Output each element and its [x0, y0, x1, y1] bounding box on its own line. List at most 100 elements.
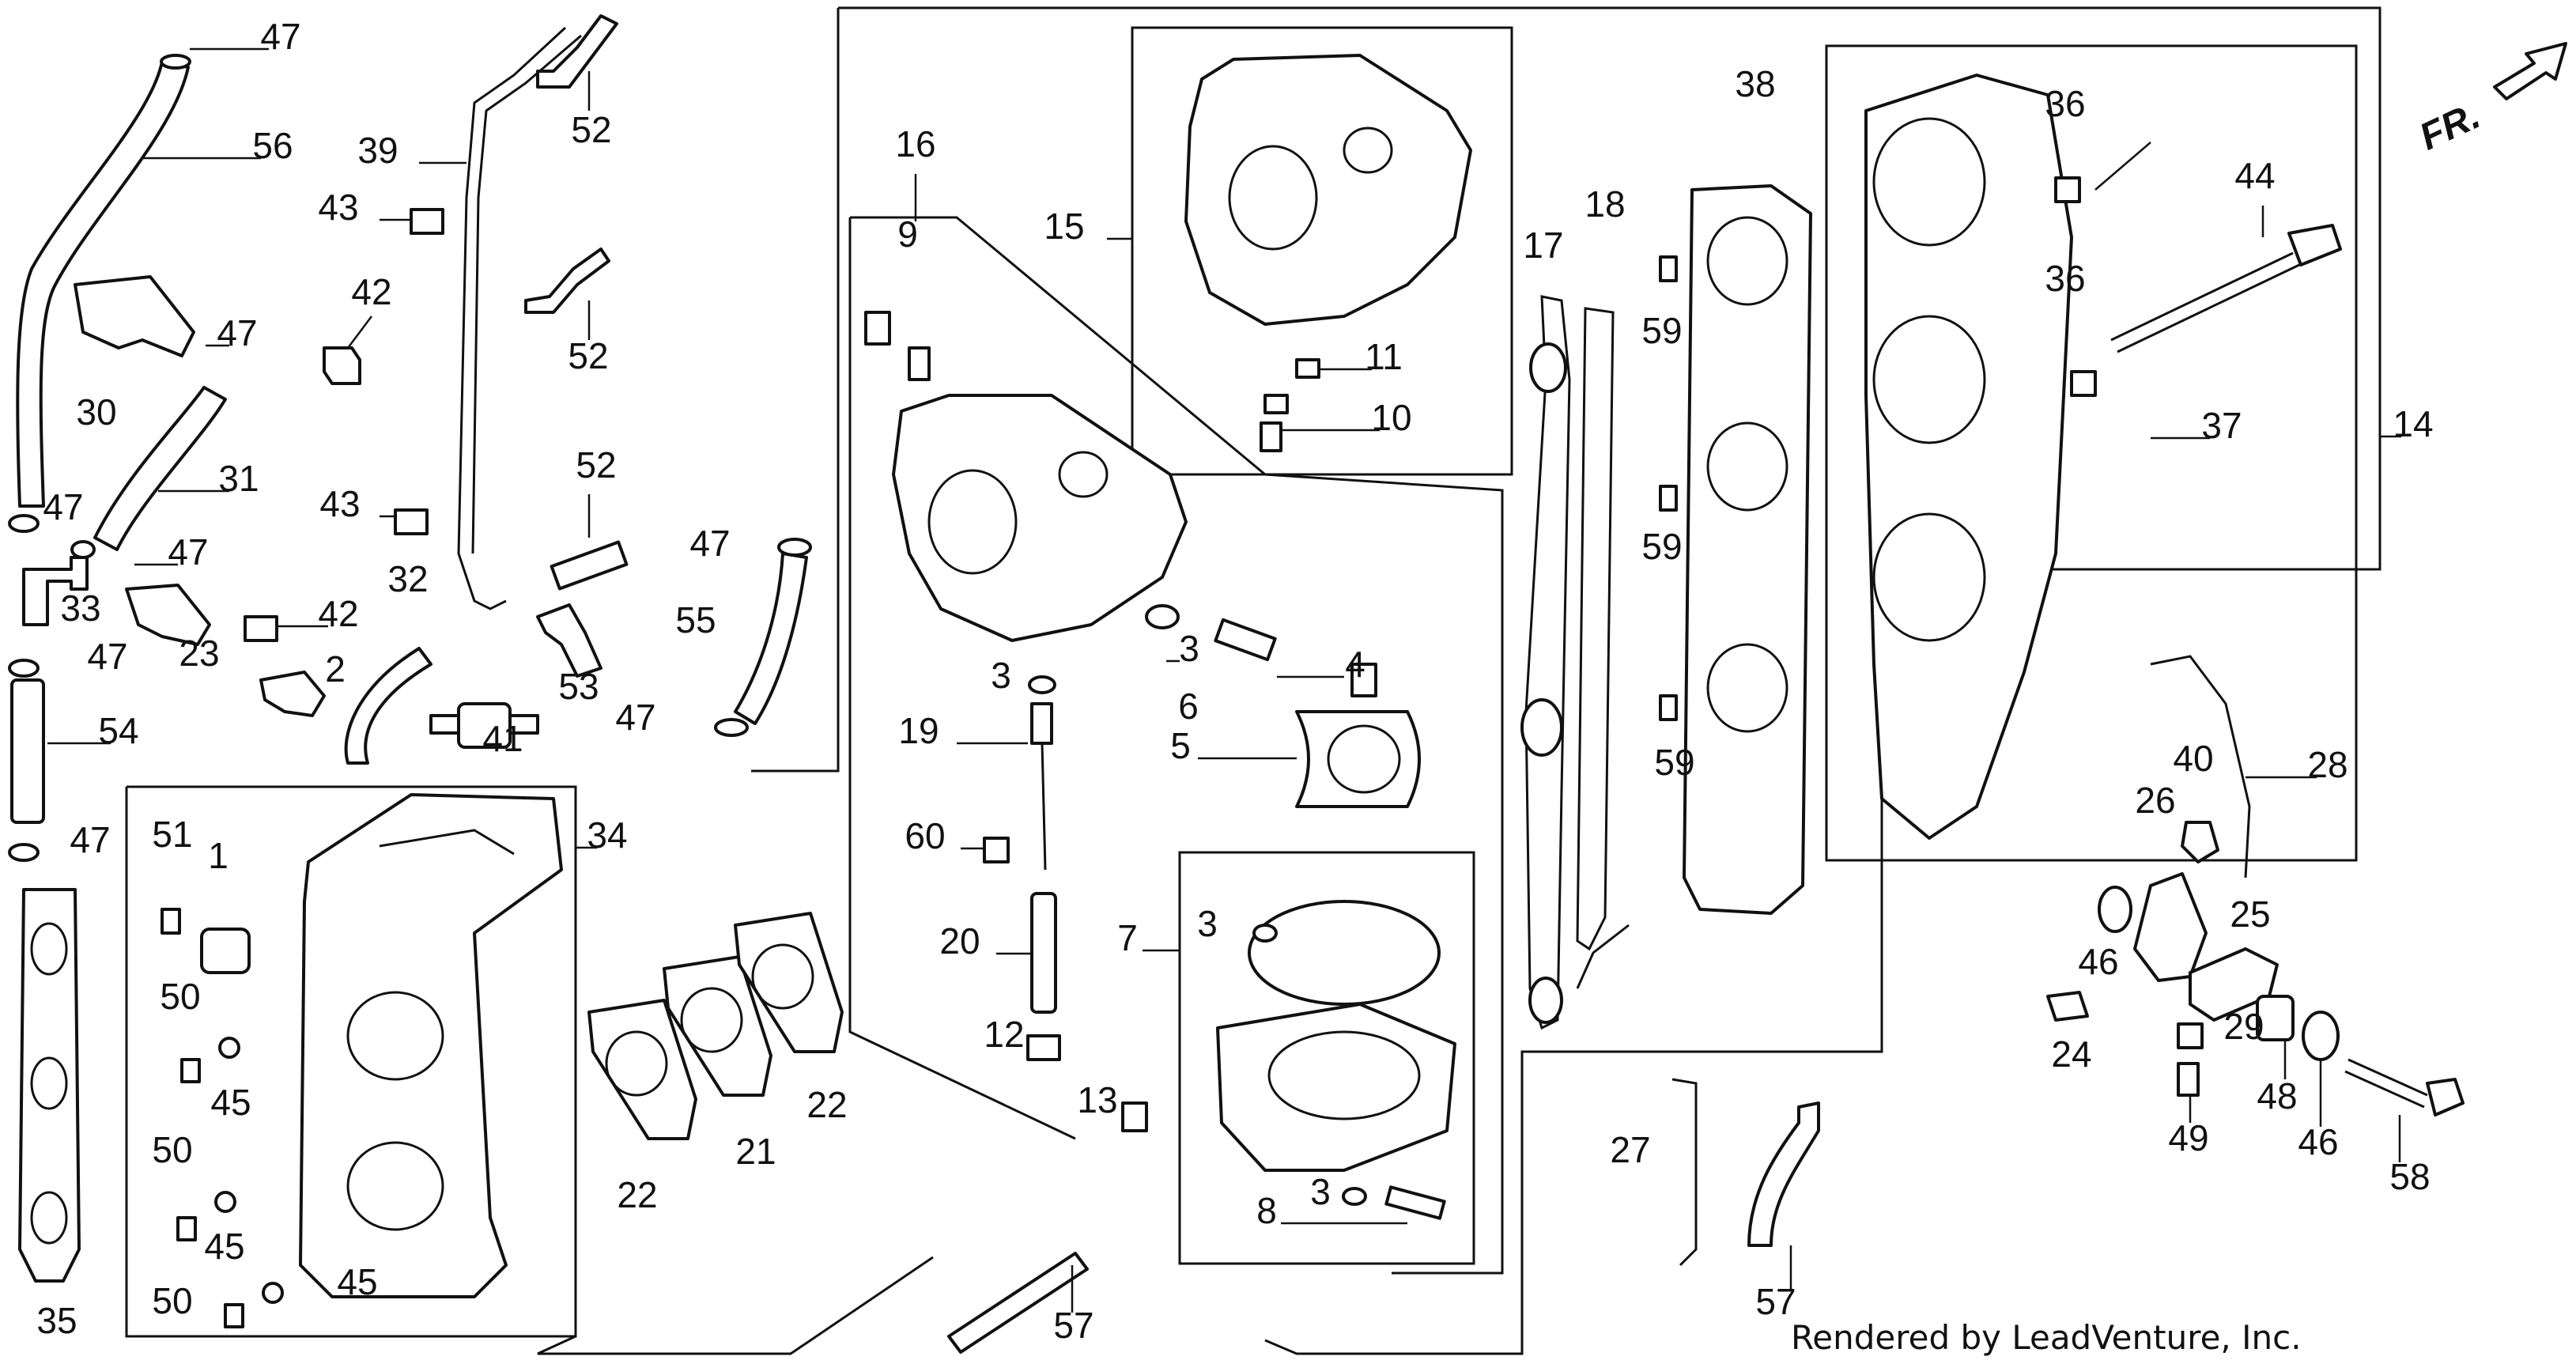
part-callout-2: 2 — [325, 648, 346, 690]
part-callout-43: 43 — [318, 187, 358, 228]
rod-27 — [1671, 1078, 1698, 1267]
hose-57 — [947, 1252, 1089, 1354]
part-callout-47: 47 — [217, 312, 257, 353]
lever-26 — [2133, 872, 2208, 982]
part-callout-3: 3 — [1310, 1171, 1331, 1212]
hose-57 — [1747, 1101, 1820, 1247]
link-rods — [1520, 184, 1820, 1267]
bolt-44-head — [2287, 224, 2342, 266]
spring-11 — [1295, 358, 1320, 379]
part-callout-37: 37 — [2201, 405, 2242, 446]
part-callout-53: 53 — [558, 666, 599, 707]
part-callout-39: 39 — [357, 130, 398, 171]
part-callout-26: 26 — [2135, 780, 2175, 821]
screw-49 — [2177, 1062, 2200, 1097]
part-callout-49: 49 — [2168, 1117, 2208, 1158]
part-callout-47: 47 — [87, 636, 127, 677]
pipe-39 — [457, 26, 567, 610]
clip-47 — [714, 718, 749, 737]
part-callout-20: 20 — [939, 920, 980, 962]
dowel-36 — [2070, 370, 2097, 397]
part-callout-47: 47 — [43, 486, 83, 527]
clip-47-top — [160, 54, 191, 70]
part-callout-50: 50 — [152, 1129, 192, 1170]
carb-1-box — [1131, 26, 1513, 476]
screw-9 — [864, 311, 891, 346]
clamp-2 — [259, 671, 326, 717]
part-callout-41: 41 — [482, 718, 523, 759]
part-callout-60: 60 — [905, 815, 945, 856]
pin-59 — [1659, 694, 1678, 721]
bolt-42 — [244, 615, 278, 642]
carburetor-parts — [864, 54, 1472, 1354]
collar-48 — [2256, 995, 2295, 1041]
bolt-50 — [180, 1058, 201, 1083]
front-arrow-icon — [2493, 42, 2567, 100]
part-callout-22: 22 — [617, 1174, 657, 1215]
clip-40 — [2181, 821, 2219, 863]
hose-52 — [550, 540, 629, 591]
spring-29 — [2177, 1022, 2204, 1049]
part-callout-13: 13 — [1077, 1079, 1117, 1120]
part-callout-38: 38 — [1735, 63, 1775, 104]
part-callout-33: 33 — [60, 588, 100, 629]
emulsion-tube-20 — [1030, 892, 1057, 1014]
part-callout-45: 45 — [337, 1261, 377, 1302]
leader-lines — [47, 47, 2401, 1313]
direction-label: FR. — [2413, 95, 2486, 159]
part-callout-54: 54 — [98, 710, 138, 751]
part-callout-59: 59 — [1641, 526, 1682, 567]
front-direction-indicator: FR. — [2413, 42, 2567, 159]
part-callout-17: 17 — [1523, 225, 1563, 266]
washer-45 — [262, 1282, 284, 1304]
part-callout-10: 10 — [1371, 397, 1411, 438]
part-callout-57: 57 — [1755, 1281, 1796, 1322]
clip-47 — [777, 538, 812, 557]
hose-32 — [344, 647, 432, 765]
needle-19-top — [1030, 702, 1053, 745]
bolt-51 — [161, 908, 181, 935]
washer-46 — [2098, 886, 2132, 933]
part-callout-32: 32 — [387, 558, 428, 599]
washer-45 — [218, 1037, 240, 1059]
pin-59 — [1659, 485, 1678, 512]
part-callout-36: 36 — [2045, 258, 2085, 299]
gasket-22 — [734, 912, 844, 1053]
clip-47 — [70, 540, 96, 559]
part-callout-12: 12 — [984, 1014, 1024, 1055]
part-callout-3: 3 — [1197, 903, 1218, 944]
part-callout-47: 47 — [168, 531, 208, 572]
part-callout-1: 1 — [208, 835, 229, 876]
washer-45 — [214, 1191, 236, 1213]
hose-55 — [734, 552, 808, 725]
render-credit: Rendered by LeadVenture, Inc. — [1791, 1318, 2302, 1357]
o-ring-3 — [1145, 604, 1180, 629]
part-callout-48: 48 — [2257, 1075, 2297, 1117]
hose-52 — [524, 247, 610, 314]
screw-60 — [983, 837, 1010, 863]
part-callout-3: 3 — [991, 655, 1011, 696]
part-callout-45: 45 — [204, 1226, 244, 1267]
jet-12 — [1026, 1034, 1061, 1061]
part-callout-45: 45 — [210, 1082, 251, 1123]
part-callout-52: 52 — [576, 444, 616, 486]
drain-screw-8 — [1384, 1185, 1446, 1220]
part-callout-42: 42 — [351, 271, 391, 312]
fitting-33 — [22, 556, 89, 626]
part-callout-7: 7 — [1117, 917, 1138, 958]
hose-31 — [93, 386, 227, 551]
gasket-38 — [1683, 184, 1812, 915]
bolt-42 — [323, 346, 361, 385]
part-callout-51: 51 — [152, 814, 192, 855]
part-callout-19: 19 — [898, 710, 939, 751]
part-callout-52: 52 — [571, 109, 611, 150]
hose-53 — [536, 603, 602, 678]
hose-55-group — [714, 538, 812, 737]
clip-24 — [2046, 991, 2089, 1022]
spring-10 — [1263, 394, 1289, 414]
part-callout-14: 14 — [2393, 403, 2433, 444]
throttle-linkage — [2046, 655, 2465, 1117]
bolt-43 — [394, 508, 429, 535]
part-callout-8: 8 — [1256, 1190, 1277, 1231]
bolt-58 — [2426, 1078, 2465, 1117]
